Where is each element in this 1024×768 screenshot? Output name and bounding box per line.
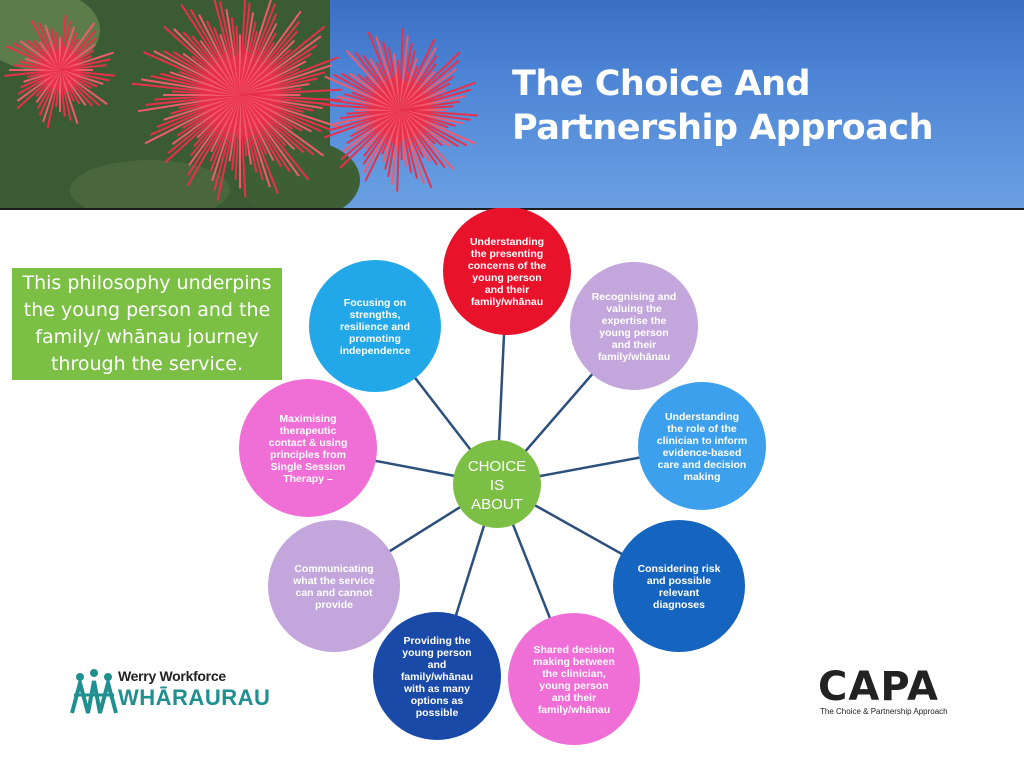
node-text-shared: and their	[552, 692, 596, 704]
title-line-2: Partnership Approach	[512, 106, 933, 150]
node-text-communicating: Communicating	[294, 563, 373, 575]
node-text-maximising: therapeutic	[280, 425, 337, 437]
node-text-expertise: expertise the	[602, 315, 667, 327]
node-text-strengths: resilience and	[340, 321, 410, 333]
capa-logo-tagline: The Choice & Partnership Approach	[820, 707, 948, 716]
node-text-presenting: family/whānau	[471, 296, 543, 308]
node-text-providing: young person	[402, 647, 471, 659]
node-text-shared: young person	[539, 680, 608, 692]
header-banner: The Choice And Partnership Approach	[0, 0, 1024, 210]
node-text-expertise: valuing the	[606, 303, 662, 315]
node-text-presenting: the presenting	[471, 248, 543, 260]
node-text-communicating: can and cannot	[295, 587, 373, 599]
page-title: The Choice And Partnership Approach	[512, 62, 933, 150]
capa-logo-word: CAPA	[818, 664, 939, 710]
title-line-1: The Choice And	[512, 62, 933, 106]
node-text-risk: and possible	[647, 575, 711, 587]
center-text-2: IS	[490, 477, 504, 494]
center-text-1: CHOICE	[468, 458, 526, 475]
node-text-clinician: Understanding	[665, 411, 739, 423]
node-text-clinician: the role of the	[667, 423, 737, 435]
node-text-shared: making between	[533, 656, 615, 668]
werry-logo-subtitle: WHĀRAURAU	[118, 685, 270, 711]
node-text-maximising: contact & using	[269, 437, 348, 449]
node-text-providing: with as many	[403, 683, 470, 695]
node-text-shared: family/whānau	[538, 704, 610, 716]
node-text-clinician: care and decision	[658, 459, 747, 471]
node-text-maximising: Therapy –	[283, 473, 333, 485]
node-text-presenting: and their	[485, 284, 529, 296]
node-text-communicating: what the service	[292, 575, 375, 587]
node-text-strengths: Focusing on	[344, 297, 406, 309]
node-text-shared: the clinician,	[542, 668, 606, 680]
node-text-expertise: family/whānau	[598, 351, 670, 363]
node-text-clinician: clinician to inform	[657, 435, 747, 447]
node-text-providing: possible	[416, 707, 459, 719]
node-text-strengths: promoting	[349, 333, 401, 345]
werry-logo-name: Werry Workforce	[118, 668, 226, 684]
node-text-strengths: independence	[340, 345, 411, 357]
node-text-risk: diagnoses	[653, 599, 705, 611]
node-text-communicating: provide	[315, 599, 353, 611]
node-text-presenting: young person	[472, 272, 541, 284]
node-text-presenting: Understanding	[470, 236, 544, 248]
node-text-providing: Providing the	[403, 635, 470, 647]
node-text-maximising: Single Session	[271, 461, 346, 473]
node-text-maximising: principles from	[270, 449, 346, 461]
node-text-strengths: strengths,	[350, 309, 401, 321]
node-text-providing: family/whānau	[401, 671, 473, 683]
node-text-clinician: evidence-based	[663, 447, 742, 459]
node-text-shared: Shared decision	[533, 644, 614, 656]
node-text-risk: relevant	[659, 587, 700, 599]
node-text-clinician: making	[684, 471, 721, 483]
center-node: CHOICE IS ABOUT	[453, 440, 541, 528]
node-text-presenting: concerns of the	[468, 260, 546, 272]
node-text-expertise: Recognising and	[592, 291, 677, 303]
node-text-expertise: young person	[599, 327, 668, 339]
node-text-maximising: Maximising	[279, 413, 336, 425]
node-text-providing: options as	[411, 695, 464, 707]
node-text-providing: and	[428, 659, 447, 671]
node-text-expertise: and their	[612, 339, 656, 351]
node-text-risk: Considering risk	[638, 563, 721, 575]
center-text-3: ABOUT	[471, 496, 523, 513]
